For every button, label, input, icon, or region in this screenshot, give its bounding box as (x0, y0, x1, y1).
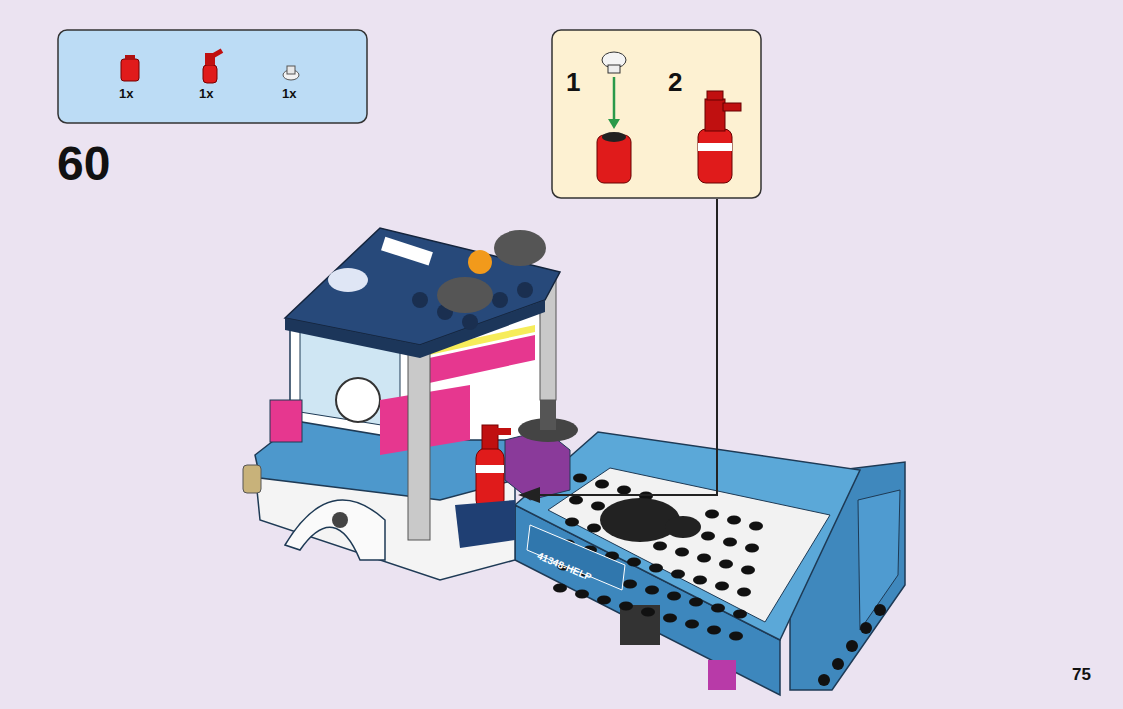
panel-shape (551, 29, 762, 199)
parts-panel: 1x 1x 1x (57, 29, 368, 124)
step-number: 60 (57, 136, 110, 191)
part-quantity: 1x (119, 86, 133, 101)
step-number: 2 (668, 67, 682, 98)
sub-assembly-callout: 12 (551, 29, 762, 199)
panel-shape (57, 29, 368, 124)
part-quantity: 1x (282, 86, 296, 101)
part-quantity: 1x (199, 86, 213, 101)
step-number: 1 (566, 67, 580, 98)
page-number: 75 (1072, 665, 1091, 685)
